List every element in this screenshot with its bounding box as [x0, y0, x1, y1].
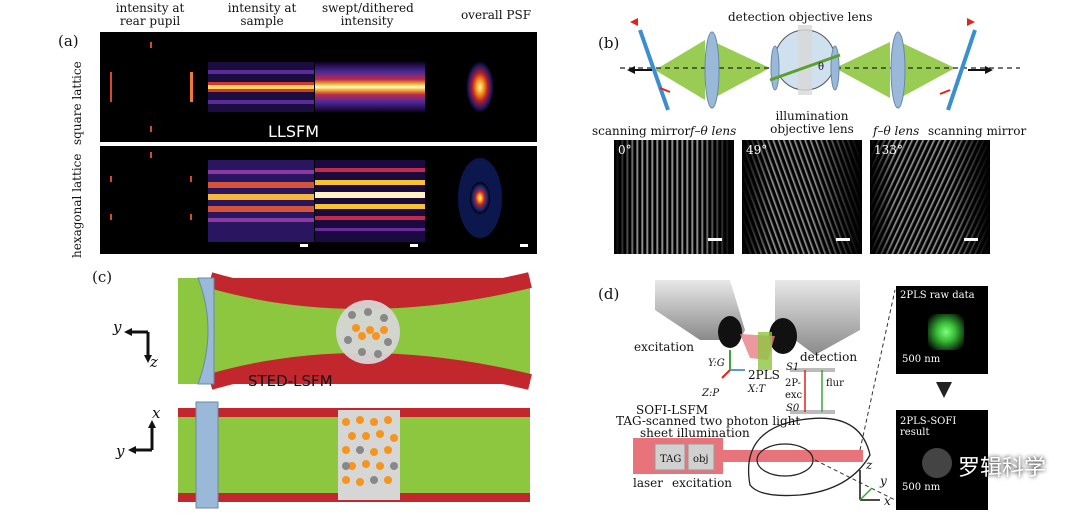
pattern-133deg: 133° — [870, 140, 990, 254]
hex-lattice-strip — [100, 146, 537, 254]
square-lattice-dots — [208, 62, 314, 112]
theta-label: θ — [818, 62, 824, 73]
panel-c-tag: (c) — [92, 268, 113, 286]
square-psf — [466, 61, 494, 113]
excitation-bottom-label: excitation — [672, 476, 733, 490]
axis-z-top: z — [150, 353, 158, 371]
llsfm-label: LLSFM — [268, 122, 319, 141]
scanning-mirror-right-label: scanning mirror — [928, 124, 1027, 138]
sofi-lsfm-label: SOFI-LSFM — [636, 403, 708, 417]
scanning-mirror-left — [638, 29, 670, 111]
hex-psf — [470, 182, 490, 214]
sofi-result-title: 2PLS-SOFI result — [900, 416, 957, 438]
header-sample: intensity at sample — [227, 1, 297, 28]
angle-label-133: 133° — [874, 143, 903, 157]
sted-lsfm-label: STED-LSFM — [248, 372, 333, 390]
panel-b-schematic: θ — [620, 18, 1020, 111]
detection-objective-label: detection objective lens — [728, 10, 873, 24]
wechat-icon — [922, 448, 952, 478]
exc-label: exc — [785, 390, 803, 401]
axis-y-bottom: y — [116, 442, 125, 460]
raw-data-image: 2PLS raw data 500 nm — [896, 286, 988, 374]
watermark-text: 罗辑科学 — [958, 456, 1047, 481]
tag-box-label: TAG — [660, 454, 682, 465]
pattern-49deg: 49° — [742, 140, 862, 254]
angle-label-0: 0° — [618, 143, 632, 157]
excitation-top-label: excitation — [634, 340, 695, 354]
obj-box-label: obj — [693, 454, 709, 465]
row-label-square: square lattice — [70, 61, 84, 145]
ftheta-lens-right — [890, 31, 906, 109]
zp-label: Z:P — [702, 388, 720, 399]
rear-pupil-line — [110, 72, 112, 102]
hex-swept — [315, 160, 425, 242]
lens-bottom — [195, 401, 219, 509]
s0-label: S0 — [786, 403, 800, 414]
axis-x-bottom: x — [152, 404, 161, 422]
axis-x-d: x — [884, 494, 891, 508]
panel-c-schematic — [124, 272, 532, 509]
ftheta-left-label: f–θ lens — [690, 124, 737, 138]
axis-z-d: z — [866, 458, 873, 472]
panel-a-tag: (a) — [58, 32, 79, 50]
yg-label: Y:G — [708, 358, 725, 369]
tag-scanned-label: TAG-scanned two photon light — [616, 414, 801, 428]
down-arrow — [936, 382, 952, 398]
lens-top — [197, 277, 215, 385]
square-lattice-strip — [100, 32, 537, 142]
panel-d-tag: (d) — [598, 285, 620, 303]
twop-label: 2P- — [785, 378, 801, 389]
hex-lattice-dots — [208, 160, 314, 242]
twopls-label: 2PLS — [748, 368, 780, 382]
header-psf: overall PSF — [460, 8, 532, 22]
ftheta-right-label: f–θ lens — [873, 124, 920, 138]
pattern-0deg: 0° — [614, 140, 734, 254]
scanning-mirror-right — [946, 29, 977, 111]
xt-label: X:T — [748, 384, 766, 395]
ftheta-lens-left — [704, 31, 720, 109]
row-label-hex: hexagonal lattice — [70, 153, 84, 259]
square-swept — [315, 62, 425, 112]
illumination-objective-label: illumination objective lens — [770, 109, 854, 136]
raw-data-title: 2PLS raw data — [900, 290, 975, 301]
detection-d-label: detection — [800, 350, 858, 364]
raw-data-scale: 500 nm — [902, 354, 941, 365]
axis-y-top: y — [113, 318, 122, 336]
s1-label: S1 — [786, 362, 800, 373]
angle-label-49: 49° — [746, 143, 768, 157]
header-swept: swept/dithered intensity — [322, 1, 414, 28]
scanning-mirror-left-label: scanning mirror — [592, 124, 691, 138]
header-rear-pupil: intensity at rear pupil — [115, 1, 185, 28]
laser-label: laser — [633, 476, 663, 490]
panel-b-tag: (b) — [598, 34, 620, 52]
sheet-illumination-label: sheet illumination — [640, 426, 750, 440]
flur-label: flur — [826, 378, 844, 389]
axis-y-d: y — [880, 474, 887, 488]
sofi-result-scale: 500 nm — [902, 482, 941, 493]
panel-d-schematic — [633, 280, 896, 501]
